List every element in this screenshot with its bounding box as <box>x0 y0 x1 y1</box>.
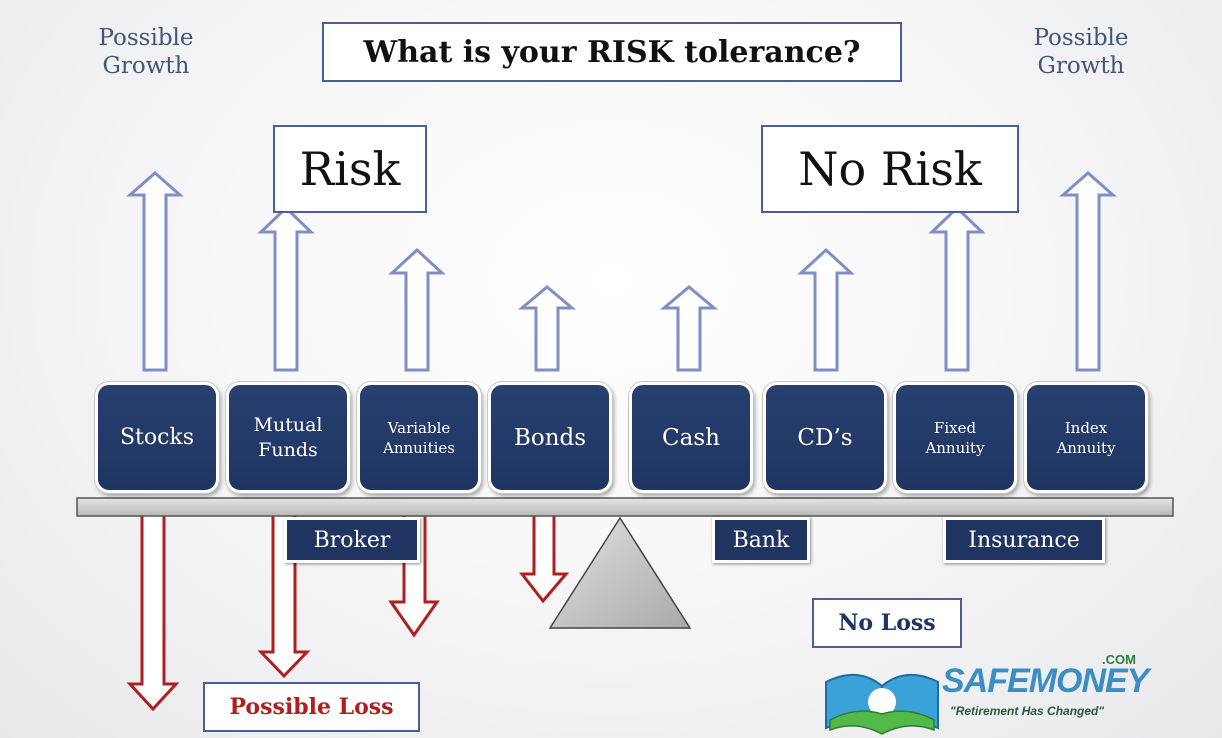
growth-arrow-fixed-annuity <box>928 205 986 372</box>
category-bonds: Bonds <box>488 382 612 493</box>
possible-loss-label: Possible Loss <box>229 694 394 720</box>
logo-wordmark: SAFEMONEY <box>942 662 1149 700</box>
growth-arrow-cds <box>797 247 855 372</box>
growth-arrow-stocks <box>126 171 184 372</box>
growth-arrow-mutual-funds <box>257 205 315 372</box>
balance-beam <box>76 497 1174 517</box>
no-loss-box: No Loss <box>812 598 962 648</box>
channel-insurance: Insurance <box>943 517 1105 563</box>
loss-arrow-bonds <box>518 513 570 604</box>
category-cds: CD’s <box>763 382 887 493</box>
category-cash: Cash <box>629 382 753 493</box>
growth-arrow-bonds <box>517 285 577 372</box>
logo-dotcom: .COM <box>1102 652 1136 667</box>
logo-tagline: "Retirement Has Changed" <box>950 704 1105 718</box>
risk-label-box: Risk <box>273 125 427 213</box>
no-loss-label: No Loss <box>838 610 936 636</box>
loss-arrow-stocks <box>126 513 180 712</box>
channel-bank: Bank <box>712 517 810 563</box>
growth-arrow-index-annuity <box>1059 171 1117 372</box>
channel-broker: Broker <box>284 517 420 563</box>
possible-loss-box: Possible Loss <box>203 682 420 732</box>
loss-arrow-variable-annuities <box>388 513 440 638</box>
no-risk-label: No Risk <box>798 142 982 196</box>
growth-arrow-cash <box>659 285 719 372</box>
fulcrum-triangle <box>548 516 692 629</box>
growth-arrow-variable-annuities <box>388 247 446 372</box>
title-box: What is your RISK tolerance? <box>322 22 902 82</box>
category-stocks: Stocks <box>95 382 219 493</box>
safemoney-logo: .COM SAFEMONEY "Retirement Has Changed" <box>818 652 1158 736</box>
no-risk-label-box: No Risk <box>761 125 1019 213</box>
title-text: What is your RISK tolerance? <box>363 34 861 70</box>
risk-label: Risk <box>299 142 401 196</box>
logo-book-icon <box>825 674 939 735</box>
